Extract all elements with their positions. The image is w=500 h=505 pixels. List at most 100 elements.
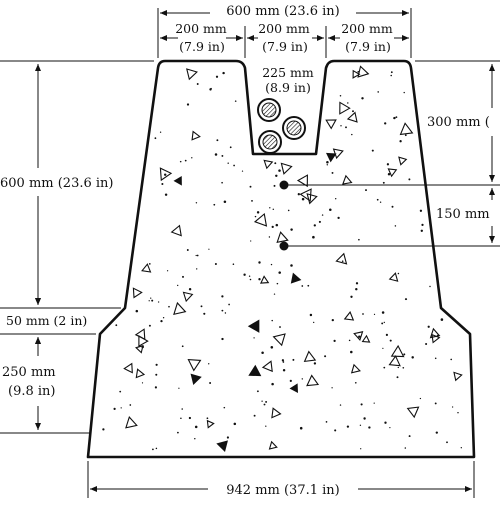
aggregate-dot: [178, 387, 180, 389]
aggregate-dot: [188, 287, 192, 291]
aggregate-dot: [210, 87, 212, 90]
aggregate-dot: [434, 402, 437, 405]
aggregate-dot: [179, 160, 182, 163]
aggregate-stone: [388, 355, 401, 367]
aggregate-dot: [148, 300, 150, 302]
aggregate-dot: [200, 305, 203, 308]
aggregate-dot: [268, 236, 271, 238]
aggregate-stone: [296, 174, 308, 188]
aggregate-dot: [393, 116, 396, 120]
aggregate-dot: [261, 351, 264, 354]
aggregate-dot: [229, 146, 232, 149]
aggregate-dot: [326, 160, 329, 164]
top-left-segment-in-label: (7.9 in): [179, 39, 225, 54]
aggregate-dot: [403, 353, 406, 356]
aggregate-dot: [233, 164, 235, 167]
aggregate-dot: [389, 339, 392, 342]
aggregate-stone: [123, 362, 133, 374]
aggregate-dot: [181, 345, 184, 348]
aggregate-dot: [397, 272, 400, 275]
aggregate-stone: [141, 263, 152, 273]
aggregate-dot: [275, 174, 278, 178]
aggregate-dot: [326, 164, 329, 166]
aggregate-dot: [318, 220, 321, 223]
left-dimension-lines: [0, 60, 154, 434]
aggregate-dot: [297, 193, 300, 196]
aggregate-dot: [250, 240, 252, 242]
top-right-segment-mm-label: 200 mm: [341, 21, 393, 36]
aggregate-dot: [347, 102, 349, 104]
aggregate-stone: [263, 159, 274, 170]
aggregate-dot: [381, 322, 384, 325]
aggregate-stone: [306, 193, 318, 205]
aggregate-dot: [163, 173, 167, 176]
aggregate-stone: [325, 119, 337, 130]
aggregate-dot: [299, 426, 303, 430]
aggregate-stone: [182, 291, 194, 303]
aggregate-stone: [339, 101, 351, 115]
right-lower-dimension-label: 150 mm: [436, 207, 490, 222]
aggregate-dot: [206, 417, 209, 420]
aggregate-stone: [342, 174, 353, 185]
aggregate-dot: [151, 299, 154, 302]
aggregate-dot: [273, 293, 276, 295]
conduit-bundle: [257, 98, 306, 154]
aggregate-dot: [221, 337, 224, 341]
aggregate-dot: [384, 421, 387, 424]
aggregate-stone: [248, 364, 262, 377]
aggregate-dot: [254, 215, 257, 218]
aggregate-dot: [408, 435, 411, 438]
aggregate-dot: [325, 421, 328, 423]
aggregate-dot: [115, 324, 118, 327]
aggregate-dot: [155, 447, 158, 450]
aggregate-dot: [287, 209, 290, 212]
aggregate-dot: [389, 427, 391, 429]
aggregate-stone: [276, 231, 289, 244]
aggregate-dot: [390, 74, 393, 77]
aggregate-stone: [299, 188, 312, 202]
aggregate-stone: [290, 272, 302, 284]
aggregate-dot: [251, 199, 253, 202]
aggregate-dot: [256, 211, 260, 214]
aggregate-dot: [208, 363, 210, 365]
aggregate-stone: [453, 371, 463, 382]
aggregate-dot: [355, 287, 358, 291]
aggregate-dot: [390, 71, 393, 74]
aggregate-dot: [351, 133, 353, 136]
aggregate-stone: [247, 319, 260, 333]
aggregate-stone: [390, 344, 405, 358]
aggregate-dot: [216, 139, 219, 142]
aggregate-stone: [388, 272, 399, 282]
aggregate-stone: [387, 168, 398, 178]
aggregate-dot: [241, 170, 244, 172]
aggregate-dot: [427, 325, 430, 328]
aggregate-dot: [168, 305, 170, 308]
aggregate-dot: [148, 263, 151, 265]
aggregate-dot: [272, 208, 275, 211]
aggregate-dot: [451, 406, 454, 408]
aggregate-stone: [431, 333, 441, 344]
aggregate-dot: [160, 319, 163, 323]
aggregate-dot: [363, 417, 366, 420]
aggregate-dot: [382, 347, 384, 349]
aggregate-dot: [419, 397, 422, 400]
left-lower-mm-label: 250 mm: [2, 365, 56, 380]
aggregate-dot: [166, 270, 169, 272]
aggregate-dot: [215, 75, 219, 78]
aggregate-dot: [226, 436, 229, 439]
aggregate-dot: [373, 313, 376, 316]
aggregate-dot: [429, 285, 431, 288]
aggregate-dot: [387, 173, 391, 176]
aggregate-dot: [313, 362, 317, 365]
aggregate-dot: [191, 157, 193, 159]
aggregate-dot: [403, 91, 405, 94]
aggregate-dot: [339, 94, 342, 97]
concrete-aggregate-texture: [102, 65, 463, 452]
aggregate-dot: [355, 282, 359, 285]
aggregate-dot: [270, 346, 274, 349]
aggregate-dot: [186, 249, 189, 251]
aggregate-dot: [282, 361, 285, 363]
aggregate-dot: [377, 91, 380, 93]
aggregate-dot: [313, 321, 315, 324]
right-dimension-lines: [415, 60, 500, 243]
